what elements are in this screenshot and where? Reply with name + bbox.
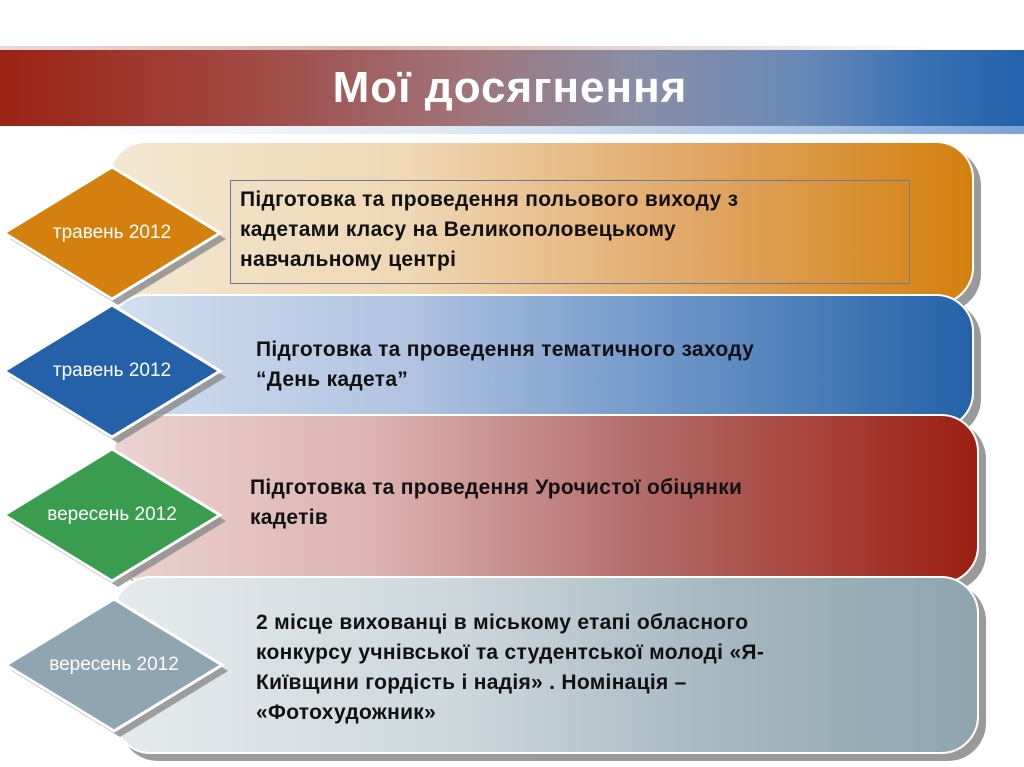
achievement-1-text: Підготовка та проведення польового виход… [240, 185, 900, 275]
achievement-2-text: Підготовка та проведення тематичного зах… [256, 335, 896, 395]
achievement-panel-3 [113, 414, 979, 584]
text-line: кадетів [250, 506, 329, 529]
diamond-shape-icon [3, 597, 228, 737]
date-diamond-2: травень 2012 [0, 303, 226, 443]
text-line: “День кадета” [256, 368, 409, 391]
date-label: травень 2012 [52, 222, 172, 243]
achievement-4-text: 2 місце вихованці в міському етапі облас… [256, 608, 916, 728]
achievement-3-text: Підготовка та проведення Урочистої обіця… [250, 473, 890, 533]
title-banner: Мої досягнення [0, 50, 1024, 126]
achievement-1-text-frame [230, 180, 910, 284]
date-label: травень 2012 [52, 360, 172, 381]
text-line: конкурсу учнівської та студентської моло… [256, 641, 765, 664]
diamond-shape-icon [1, 303, 226, 443]
text-line: Підготовка та проведення польового виход… [240, 188, 739, 211]
date-diamond-4: вересень 2012 [2, 597, 228, 737]
text-line: Підготовка та проведення тематичного зах… [256, 338, 755, 361]
page-title: Мої досягнення [332, 63, 688, 112]
diamond-shape-icon [1, 165, 226, 305]
date-label: вересень 2012 [47, 504, 177, 525]
date-diamond-1: травень 2012 [0, 165, 226, 305]
date-label: вересень 2012 [49, 654, 179, 675]
text-line: кадетами класу на Великополовецькому [240, 218, 677, 241]
text-line: 2 місце вихованці в міському етапі облас… [256, 611, 749, 634]
achievement-panel-1 [108, 141, 974, 305]
text-line: Підготовка та проведення Урочистої обіця… [250, 476, 743, 499]
diamond-shape-icon [1, 447, 226, 587]
banner-bottom-strip [0, 126, 1024, 134]
text-line: навчальному центрі [240, 248, 457, 271]
achievement-panel-4 [113, 576, 979, 754]
date-diamond-3: вересень 2012 [0, 447, 226, 587]
text-line: Київщини гордість і надія» . Номінація – [256, 671, 687, 694]
text-line: «Фотохудожник» [256, 701, 437, 724]
